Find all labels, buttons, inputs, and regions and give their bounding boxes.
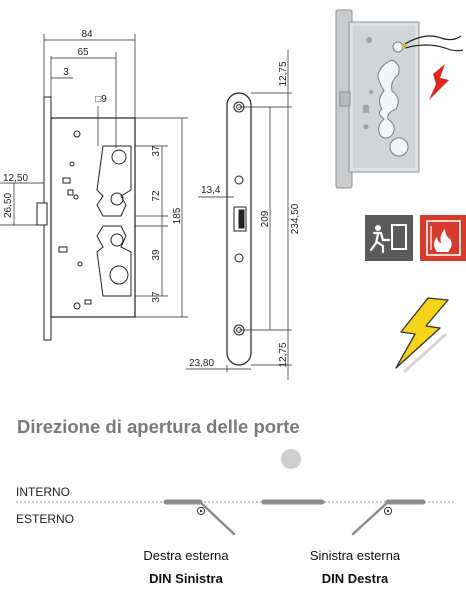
label-interior: INTERNO: [16, 485, 70, 499]
dim-latch-12-50: 12,50: [3, 173, 28, 184]
indicator-dot: [281, 449, 301, 469]
caption-left: Destra esterna: [143, 548, 229, 563]
dim-width-65: 65: [77, 47, 89, 58]
faceplate-drawing: [226, 92, 252, 366]
lock-product-photo: [335, 9, 464, 189]
caption-right-din: DIN Destra: [322, 571, 389, 586]
dim-209: 209: [260, 210, 271, 227]
lock-body-dimension-lines: [0, 34, 188, 318]
dim-faceplate-bottom-12-75: 12,75: [278, 342, 289, 367]
dim-width-3: 3: [63, 67, 69, 78]
lightning-bolt-icon: [395, 297, 449, 374]
dim-185: 185: [172, 207, 183, 224]
dim-width-total: 84: [81, 29, 93, 40]
emergency-exit-icon: [365, 215, 413, 261]
dim-latch-13-4: 13,4: [201, 185, 221, 196]
label-exterior: ESTERNO: [16, 512, 74, 526]
dim-37-top: 37: [151, 145, 162, 157]
dim-latch-26-50: 26,50: [3, 193, 14, 218]
dim-234-50: 234,50: [290, 203, 301, 234]
door-left-opening: [163, 499, 236, 536]
caption-left-din: DIN Sinistra: [149, 571, 223, 586]
dim-square-9: □9: [95, 94, 107, 105]
dim-72: 72: [151, 190, 162, 202]
lock-body-drawing: [36, 96, 136, 341]
dim-faceplate-23-80: 23,80: [189, 358, 214, 369]
electric-hazard-icon: [429, 64, 449, 100]
door-right-opening: [351, 499, 426, 536]
dim-39: 39: [151, 249, 162, 261]
fire-door-icon: [420, 215, 466, 261]
dim-37-bottom: 37: [151, 291, 162, 303]
section-title: Direzione di apertura delle porte: [17, 416, 300, 437]
dim-faceplate-top-12-75: 12,75: [278, 61, 289, 86]
caption-right: Sinistra esterna: [310, 548, 401, 563]
faceplate-dimension-lines: [186, 50, 292, 380]
